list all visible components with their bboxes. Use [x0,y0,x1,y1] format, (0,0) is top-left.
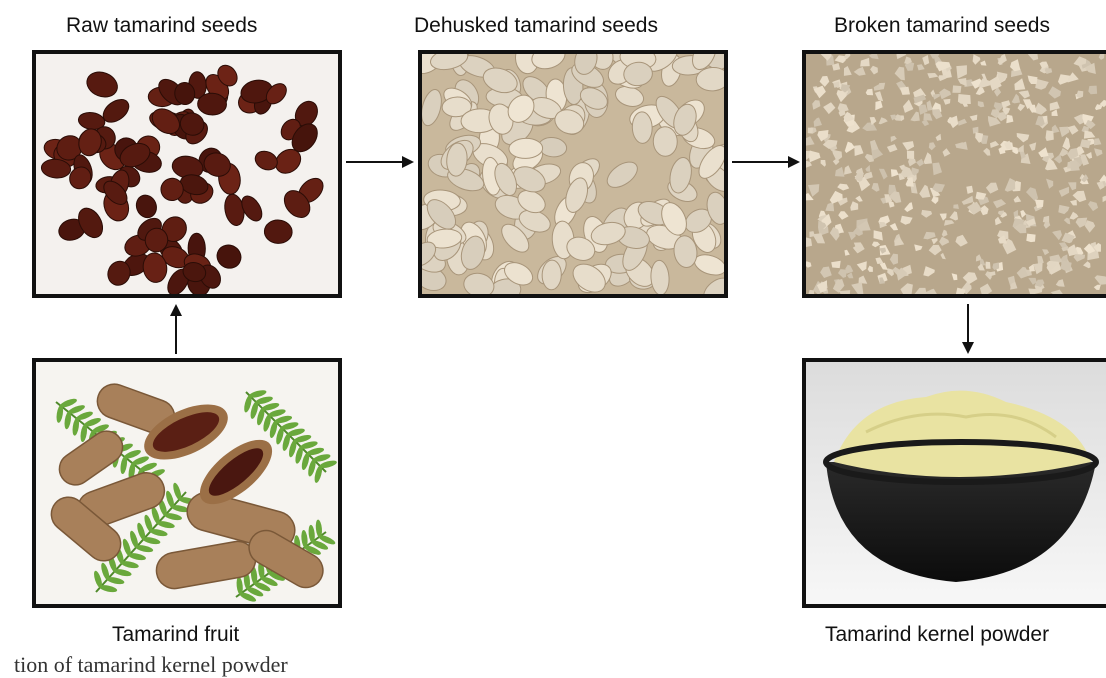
photo-kernel-powder [802,358,1106,608]
photo-dehusked-seeds [418,50,728,298]
broken-seed-chip [985,262,990,269]
broken-seeds-illustration [806,54,1106,294]
label-tamarind-fruit: Tamarind fruit [112,623,239,647]
arrow-broken-to-powder [960,304,976,354]
arrow-dehusked-to-broken [732,154,800,170]
broken-seed-chip [1046,130,1054,141]
arrow-fruit-to-raw [168,304,184,354]
label-dehusked-seeds: Dehusked tamarind seeds [414,14,658,38]
dehusked-seed-shape [653,126,678,156]
kernel-powder-illustration [806,362,1106,604]
broken-seed-chip [907,151,914,159]
broken-seed-chip [958,94,971,104]
raw-seeds-illustration [36,54,338,294]
figure-caption-fragment: tion of tamarind kernel powder [14,652,288,678]
broken-seed-chip [1026,234,1035,243]
photo-tamarind-fruit [32,358,342,608]
label-kernel-powder: Tamarind kernel powder [825,623,1049,647]
dehusked-seed-shape [509,138,543,159]
arrow-raw-to-dehusked [346,154,414,170]
broken-seed-chip [953,204,959,209]
dehusked-seed-shape [542,260,562,290]
broken-seed-chip [808,128,813,134]
photo-broken-seeds [802,50,1106,298]
label-raw-seeds: Raw tamarind seeds [66,14,257,38]
broken-seed-chip [1088,86,1097,95]
broken-seed-chip [952,85,961,93]
photo-raw-seeds [32,50,342,298]
dehusked-seeds-illustration [422,54,724,294]
tamarind-fruit-illustration [36,362,338,604]
label-broken-seeds: Broken tamarind seeds [834,14,1050,38]
